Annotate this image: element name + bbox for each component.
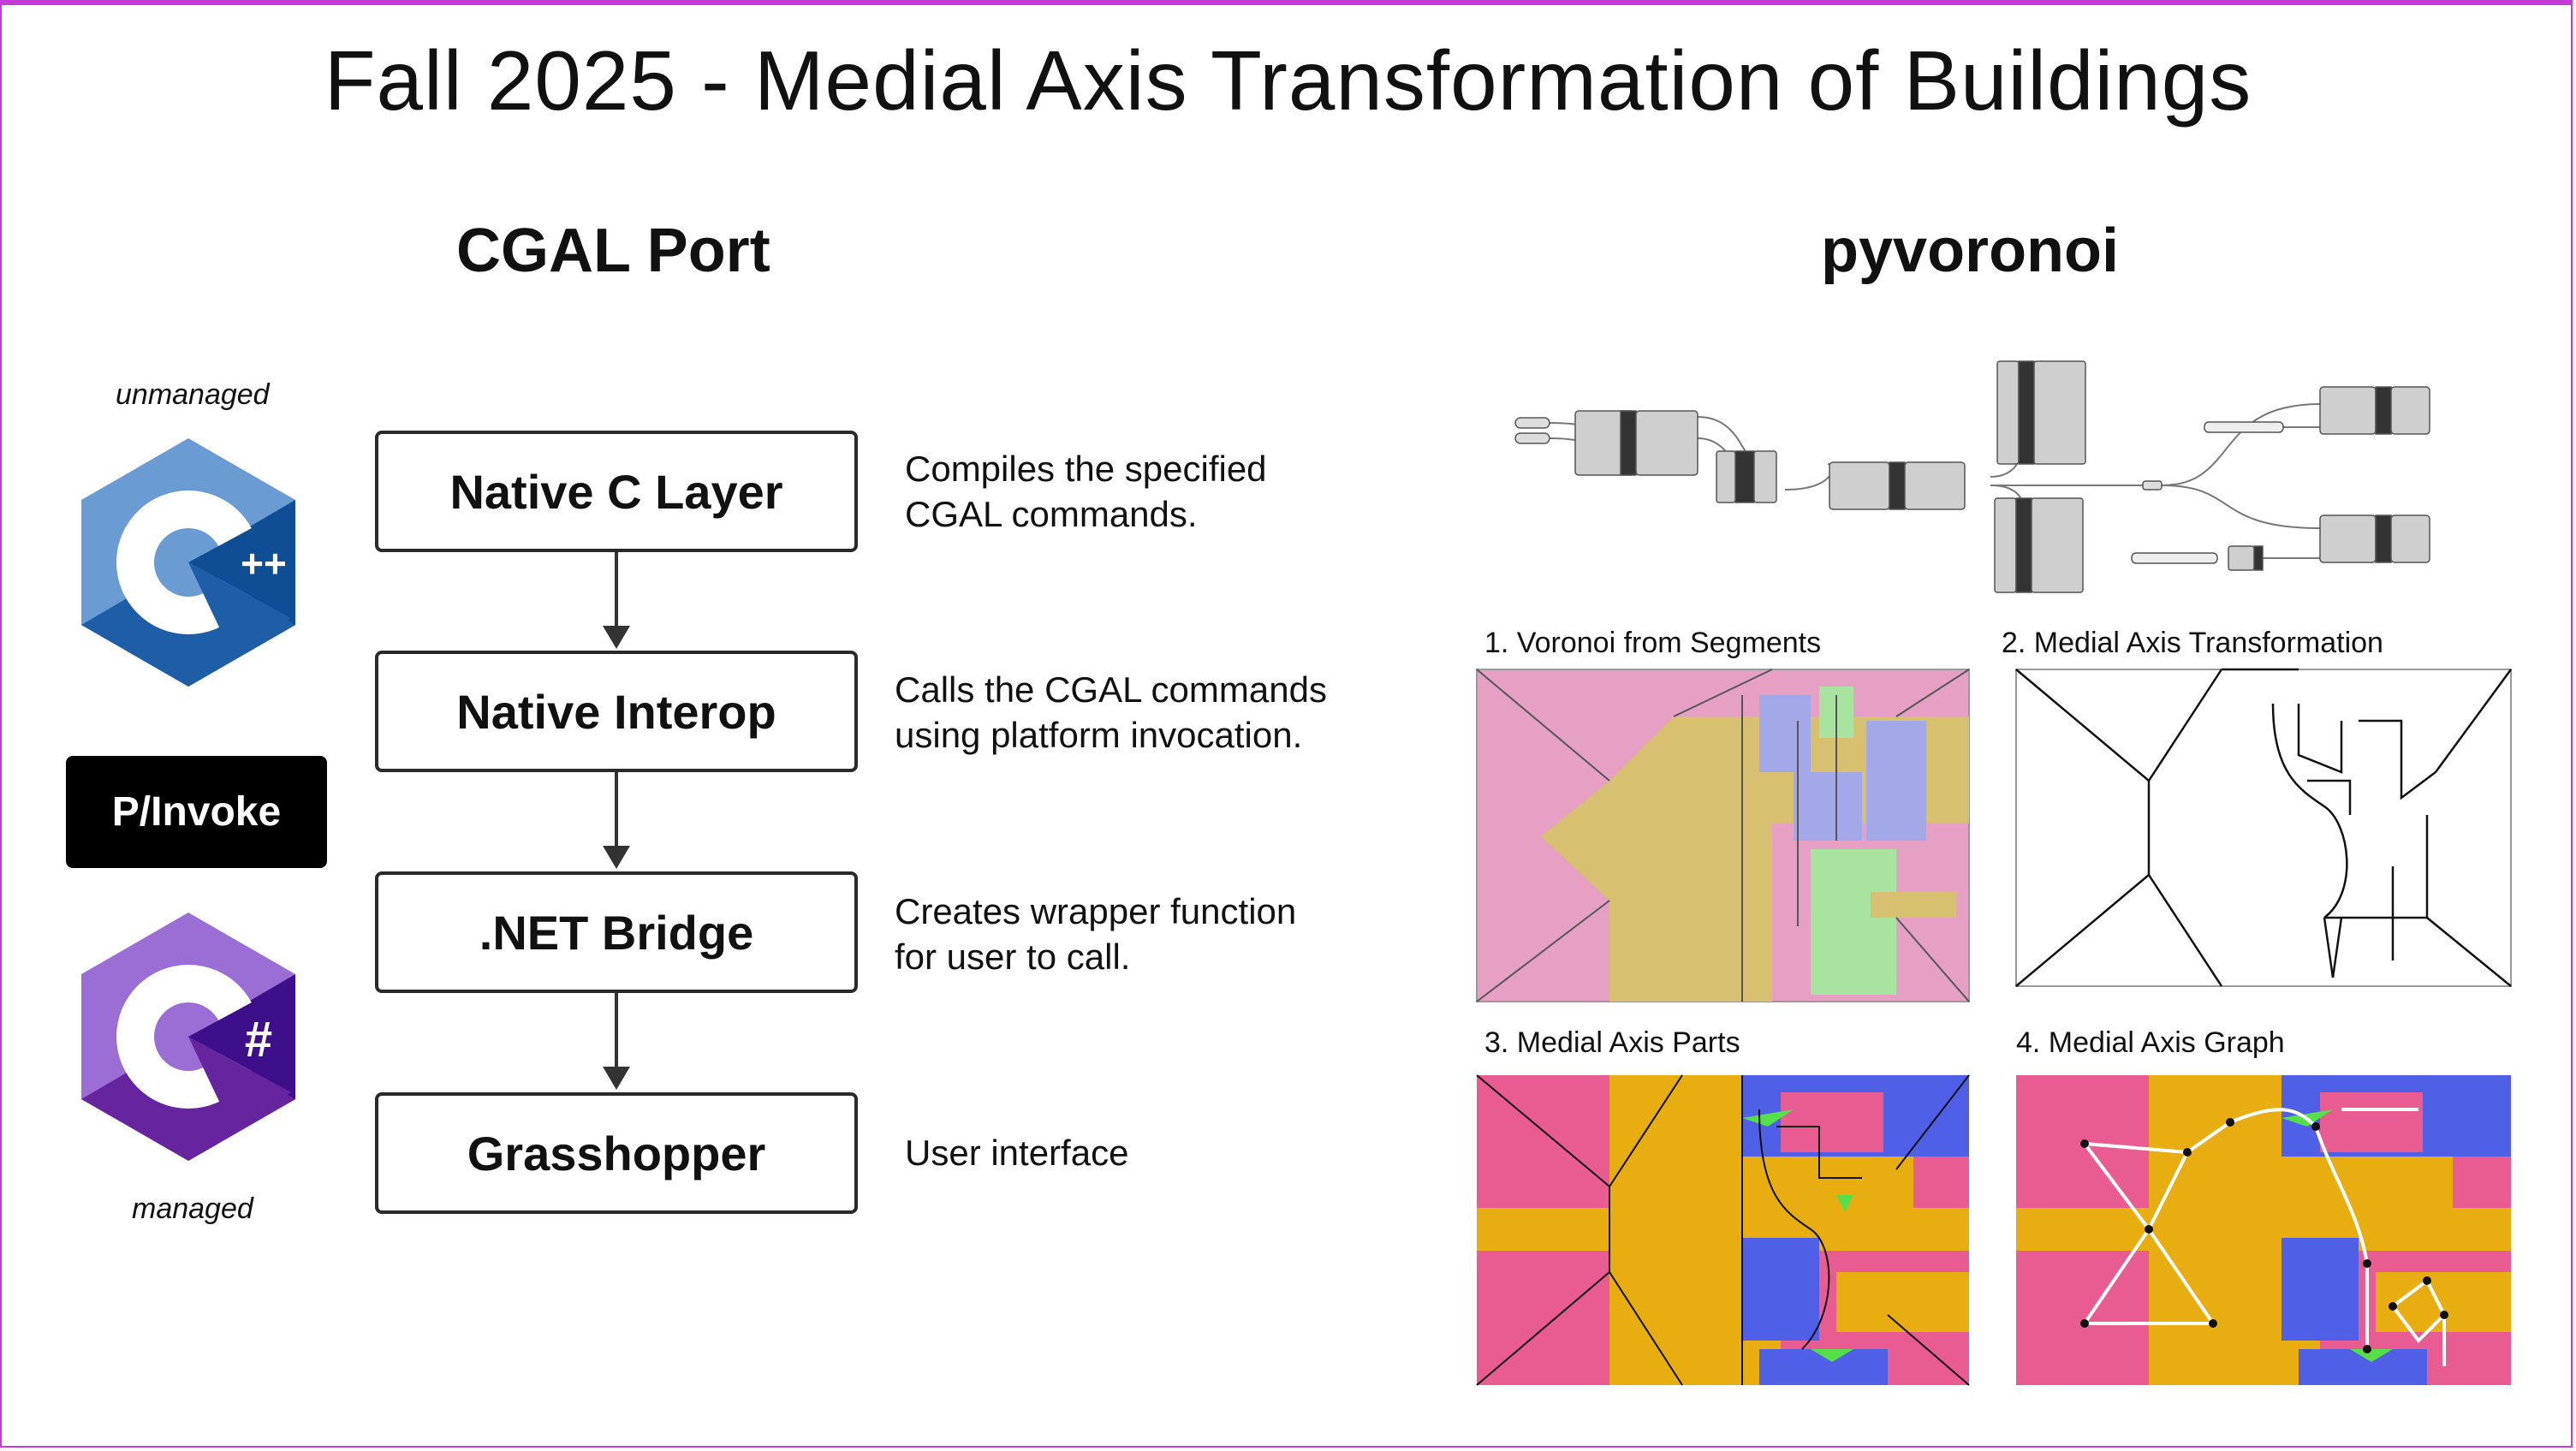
csharp-logo-icon: # bbox=[81, 913, 295, 1161]
cgal-port-heading: CGAL Port bbox=[456, 217, 770, 285]
panel-3-caption: 3. Medial Axis Parts bbox=[1484, 1026, 1740, 1059]
medial-axis-transformation-image bbox=[2015, 668, 2513, 987]
step-grasshopper: Grasshopper bbox=[375, 1092, 858, 1214]
voronoi-from-segments-image bbox=[1476, 669, 1970, 1002]
step-native-interop: Native Interop bbox=[375, 651, 858, 772]
desc-grasshopper: User interface bbox=[905, 1133, 1129, 1173]
step-native-c-layer: Native C Layer bbox=[375, 431, 858, 552]
medial-axis-parts-image bbox=[1476, 1074, 1970, 1386]
svg-text:++: ++ bbox=[241, 541, 287, 586]
pyvoronoi-heading: pyvoronoi bbox=[1821, 217, 2120, 285]
grasshopper-node-graph bbox=[1514, 360, 2430, 593]
desc-native-c-layer: Compiles the specified CGAL commands. bbox=[905, 449, 1267, 534]
medial-axis-graph-image bbox=[2016, 1075, 2511, 1385]
unmanaged-label: unmanaged bbox=[116, 378, 270, 411]
svg-text:#: # bbox=[245, 1012, 272, 1067]
step-dotnet-bridge: .NET Bridge bbox=[375, 871, 858, 993]
panel-2-caption: 2. Medial Axis Transformation bbox=[2002, 627, 2383, 659]
slide-title: Fall 2025 - Medial Axis Transformation o… bbox=[324, 33, 2252, 128]
panel-1-caption: 1. Voronoi from Segments bbox=[1484, 627, 1822, 659]
cpp-logo-icon: ++ bbox=[81, 438, 295, 687]
desc-native-interop: Calls the CGAL commands using platform i… bbox=[895, 669, 1327, 755]
managed-label: managed bbox=[132, 1192, 253, 1225]
pinvoke-badge: P/Invoke bbox=[66, 756, 327, 868]
panel-4-caption: 4. Medial Axis Graph bbox=[2016, 1026, 2285, 1059]
desc-dotnet-bridge: Creates wrapper function for user to cal… bbox=[895, 891, 1297, 977]
